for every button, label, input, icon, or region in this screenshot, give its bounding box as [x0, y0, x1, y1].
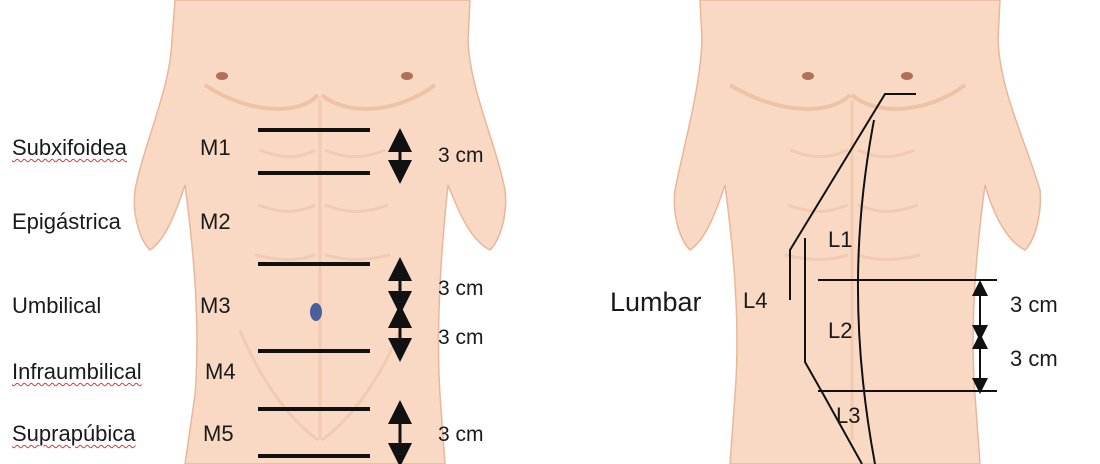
lumbar-label: Lumbar: [610, 289, 702, 316]
region-name-infraumbilical: Infraumbilical: [12, 361, 142, 383]
distance-label-l2-lower: 3 cm: [1010, 348, 1058, 370]
zone-label-l4: L4: [743, 290, 767, 312]
distance-label-m3-lower: 3 cm: [438, 327, 484, 348]
region-code-m2: M2: [200, 211, 231, 233]
region-code-m4: M4: [205, 361, 236, 383]
zone-label-l3: L3: [836, 405, 860, 427]
distance-label-l2-upper: 3 cm: [1010, 294, 1058, 316]
region-code-m3: M3: [200, 295, 231, 317]
navel-marker: [310, 303, 322, 321]
region-code-m1: M1: [200, 137, 231, 159]
right-torso-body: [674, 0, 1040, 464]
zone-label-l1: L1: [828, 229, 852, 251]
region-code-m5: M5: [203, 423, 234, 445]
region-name-suprapubica: Suprapúbica: [12, 423, 136, 445]
distance-label-m1: 3 cm: [438, 145, 484, 166]
distance-label-m5: 3 cm: [438, 424, 484, 445]
region-name-subxifoidea: Subxifoidea: [12, 137, 127, 159]
region-name-umbilical: Umbilical: [12, 295, 101, 317]
right-torso-illustration: [674, 0, 1040, 464]
region-name-epigastrica: Epigástrica: [12, 211, 121, 233]
left-torso-illustration: [134, 0, 505, 464]
distance-label-m3-upper: 3 cm: [438, 278, 484, 299]
zone-label-l2: L2: [828, 320, 852, 342]
